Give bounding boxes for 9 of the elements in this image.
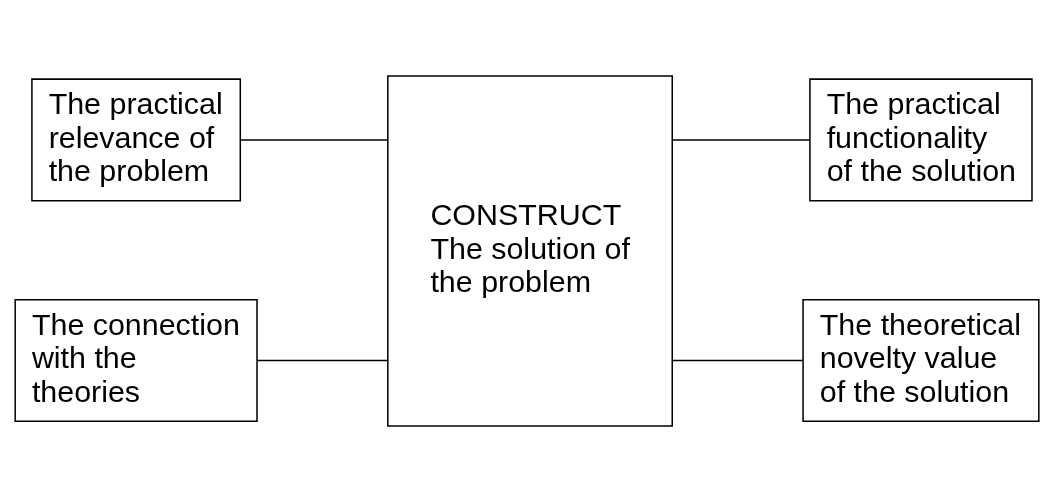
connector: [671, 139, 811, 141]
connector: [239, 139, 388, 141]
node-box: The theoretical novelty value of the solution: [802, 298, 1040, 423]
node-box: The connection with the theories: [14, 298, 258, 423]
connector: [671, 359, 804, 362]
node-box: CONSTRUCT The solution of the problem: [387, 75, 673, 427]
node-box: The practical functionality of the solution: [809, 78, 1033, 202]
connector: [256, 359, 389, 362]
node-box: The practical relevance of the problem: [31, 78, 242, 202]
